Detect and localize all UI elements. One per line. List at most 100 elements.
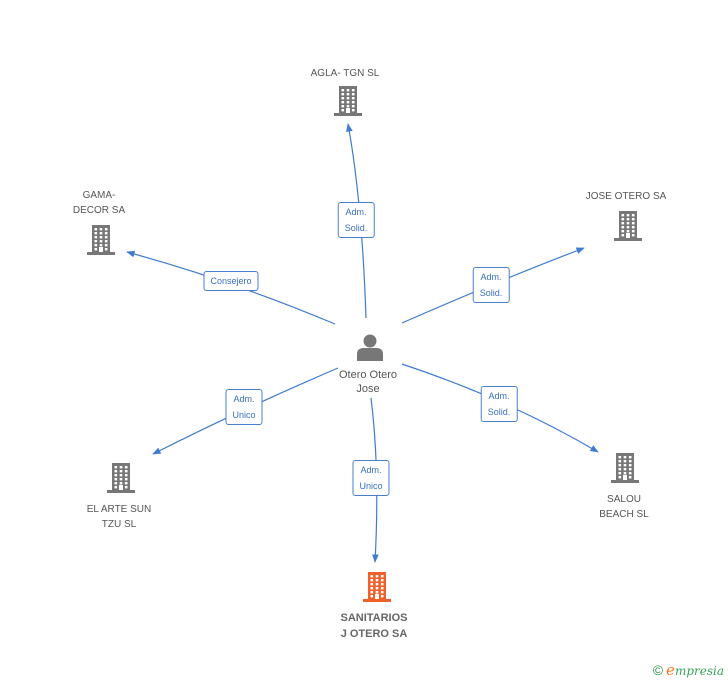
building-icon[interactable] bbox=[614, 211, 642, 241]
building-door bbox=[99, 247, 103, 252]
building-window bbox=[351, 105, 355, 108]
building-window bbox=[119, 470, 123, 473]
building-window bbox=[628, 464, 632, 467]
building-window bbox=[370, 575, 374, 578]
person-head bbox=[363, 334, 377, 348]
building-window bbox=[341, 105, 345, 108]
building-window bbox=[621, 230, 625, 233]
building-window bbox=[631, 234, 635, 237]
building-window bbox=[124, 470, 128, 473]
building-window bbox=[628, 472, 632, 475]
building-window bbox=[351, 101, 355, 104]
building-window bbox=[124, 482, 128, 485]
building-icon[interactable] bbox=[334, 86, 362, 116]
building-window bbox=[628, 460, 632, 463]
building-window bbox=[623, 460, 627, 463]
company-label-sanitarios[interactable]: SANITARIOS J OTERO SA bbox=[340, 612, 408, 640]
building-window bbox=[375, 591, 379, 594]
building-window bbox=[104, 228, 108, 231]
building-window bbox=[370, 595, 374, 598]
building-window bbox=[618, 456, 622, 459]
building-window bbox=[94, 240, 98, 243]
building-window bbox=[631, 214, 635, 217]
building-window bbox=[618, 464, 622, 467]
building-window bbox=[631, 222, 635, 225]
building-window bbox=[104, 240, 108, 243]
building-window bbox=[351, 109, 355, 112]
building-window bbox=[124, 474, 128, 477]
building-window bbox=[375, 575, 379, 578]
building-window bbox=[99, 228, 103, 231]
person-body bbox=[357, 348, 383, 361]
person-name-label[interactable]: Otero Otero Jose bbox=[338, 369, 398, 395]
building-window bbox=[380, 575, 384, 578]
building-window bbox=[104, 236, 108, 239]
building-base bbox=[363, 599, 391, 602]
building-window bbox=[104, 248, 108, 251]
company-label-arte[interactable]: EL ARTE SUN TZU SL bbox=[86, 504, 152, 530]
building-window bbox=[623, 468, 627, 471]
building-window bbox=[380, 579, 384, 582]
building-window bbox=[124, 478, 128, 481]
building-window bbox=[380, 591, 384, 594]
building-window bbox=[370, 583, 374, 586]
company-label-gama[interactable]: GAMA- DECOR SA bbox=[72, 190, 126, 216]
building-window bbox=[346, 93, 350, 96]
building-window bbox=[346, 97, 350, 100]
building-window bbox=[341, 101, 345, 104]
role-label-arte: Adm. Unico bbox=[225, 389, 263, 425]
building-window bbox=[346, 105, 350, 108]
company-label-jose-otero[interactable]: JOSE OTERO SA bbox=[585, 191, 667, 202]
building-window bbox=[119, 482, 123, 485]
building-window bbox=[114, 474, 118, 477]
person-icon[interactable] bbox=[357, 334, 383, 362]
building-window bbox=[351, 97, 355, 100]
building-window bbox=[631, 218, 635, 221]
company-label-salou[interactable]: SALOU BEACH SL bbox=[599, 494, 649, 520]
building-icon[interactable] bbox=[611, 453, 639, 483]
building-door bbox=[623, 475, 627, 480]
building-window bbox=[623, 456, 627, 459]
building-window bbox=[119, 466, 123, 469]
building-window bbox=[621, 226, 625, 229]
company-label-agla[interactable]: AGLA- TGN SL bbox=[310, 68, 380, 79]
building-window bbox=[351, 89, 355, 92]
building-icon[interactable] bbox=[107, 463, 135, 493]
brand-logo: empresia bbox=[666, 661, 724, 679]
building-window bbox=[119, 478, 123, 481]
building-window bbox=[99, 232, 103, 235]
building-window bbox=[370, 579, 374, 582]
role-label-gama: Consejero bbox=[203, 271, 259, 291]
building-window bbox=[626, 214, 630, 217]
role-label-salou: Adm. Solid. bbox=[480, 386, 518, 422]
building-window bbox=[99, 240, 103, 243]
building-window bbox=[380, 587, 384, 590]
building-window bbox=[94, 236, 98, 239]
building-window bbox=[618, 472, 622, 475]
building-window bbox=[626, 226, 630, 229]
role-label-agla: Adm. Solid. bbox=[337, 202, 375, 238]
building-base bbox=[87, 252, 115, 255]
building-window bbox=[621, 222, 625, 225]
building-window bbox=[626, 218, 630, 221]
building-window bbox=[346, 101, 350, 104]
building-icon[interactable] bbox=[87, 225, 115, 255]
building-door bbox=[346, 108, 350, 113]
building-window bbox=[375, 579, 379, 582]
building-base bbox=[614, 238, 642, 241]
building-window bbox=[618, 460, 622, 463]
building-window bbox=[124, 486, 128, 489]
building-window bbox=[124, 466, 128, 469]
building-window bbox=[621, 218, 625, 221]
building-window bbox=[104, 244, 108, 247]
building-window bbox=[623, 472, 627, 475]
building-window bbox=[114, 466, 118, 469]
building-window bbox=[104, 232, 108, 235]
role-label-sanitarios: Adm. Unico bbox=[352, 460, 390, 496]
building-icon[interactable] bbox=[363, 572, 391, 602]
role-label-jose-otero: Adm. Solid. bbox=[472, 267, 510, 303]
building-window bbox=[114, 482, 118, 485]
building-window bbox=[631, 226, 635, 229]
footer-brand: © empresia bbox=[653, 661, 724, 679]
building-window bbox=[626, 230, 630, 233]
